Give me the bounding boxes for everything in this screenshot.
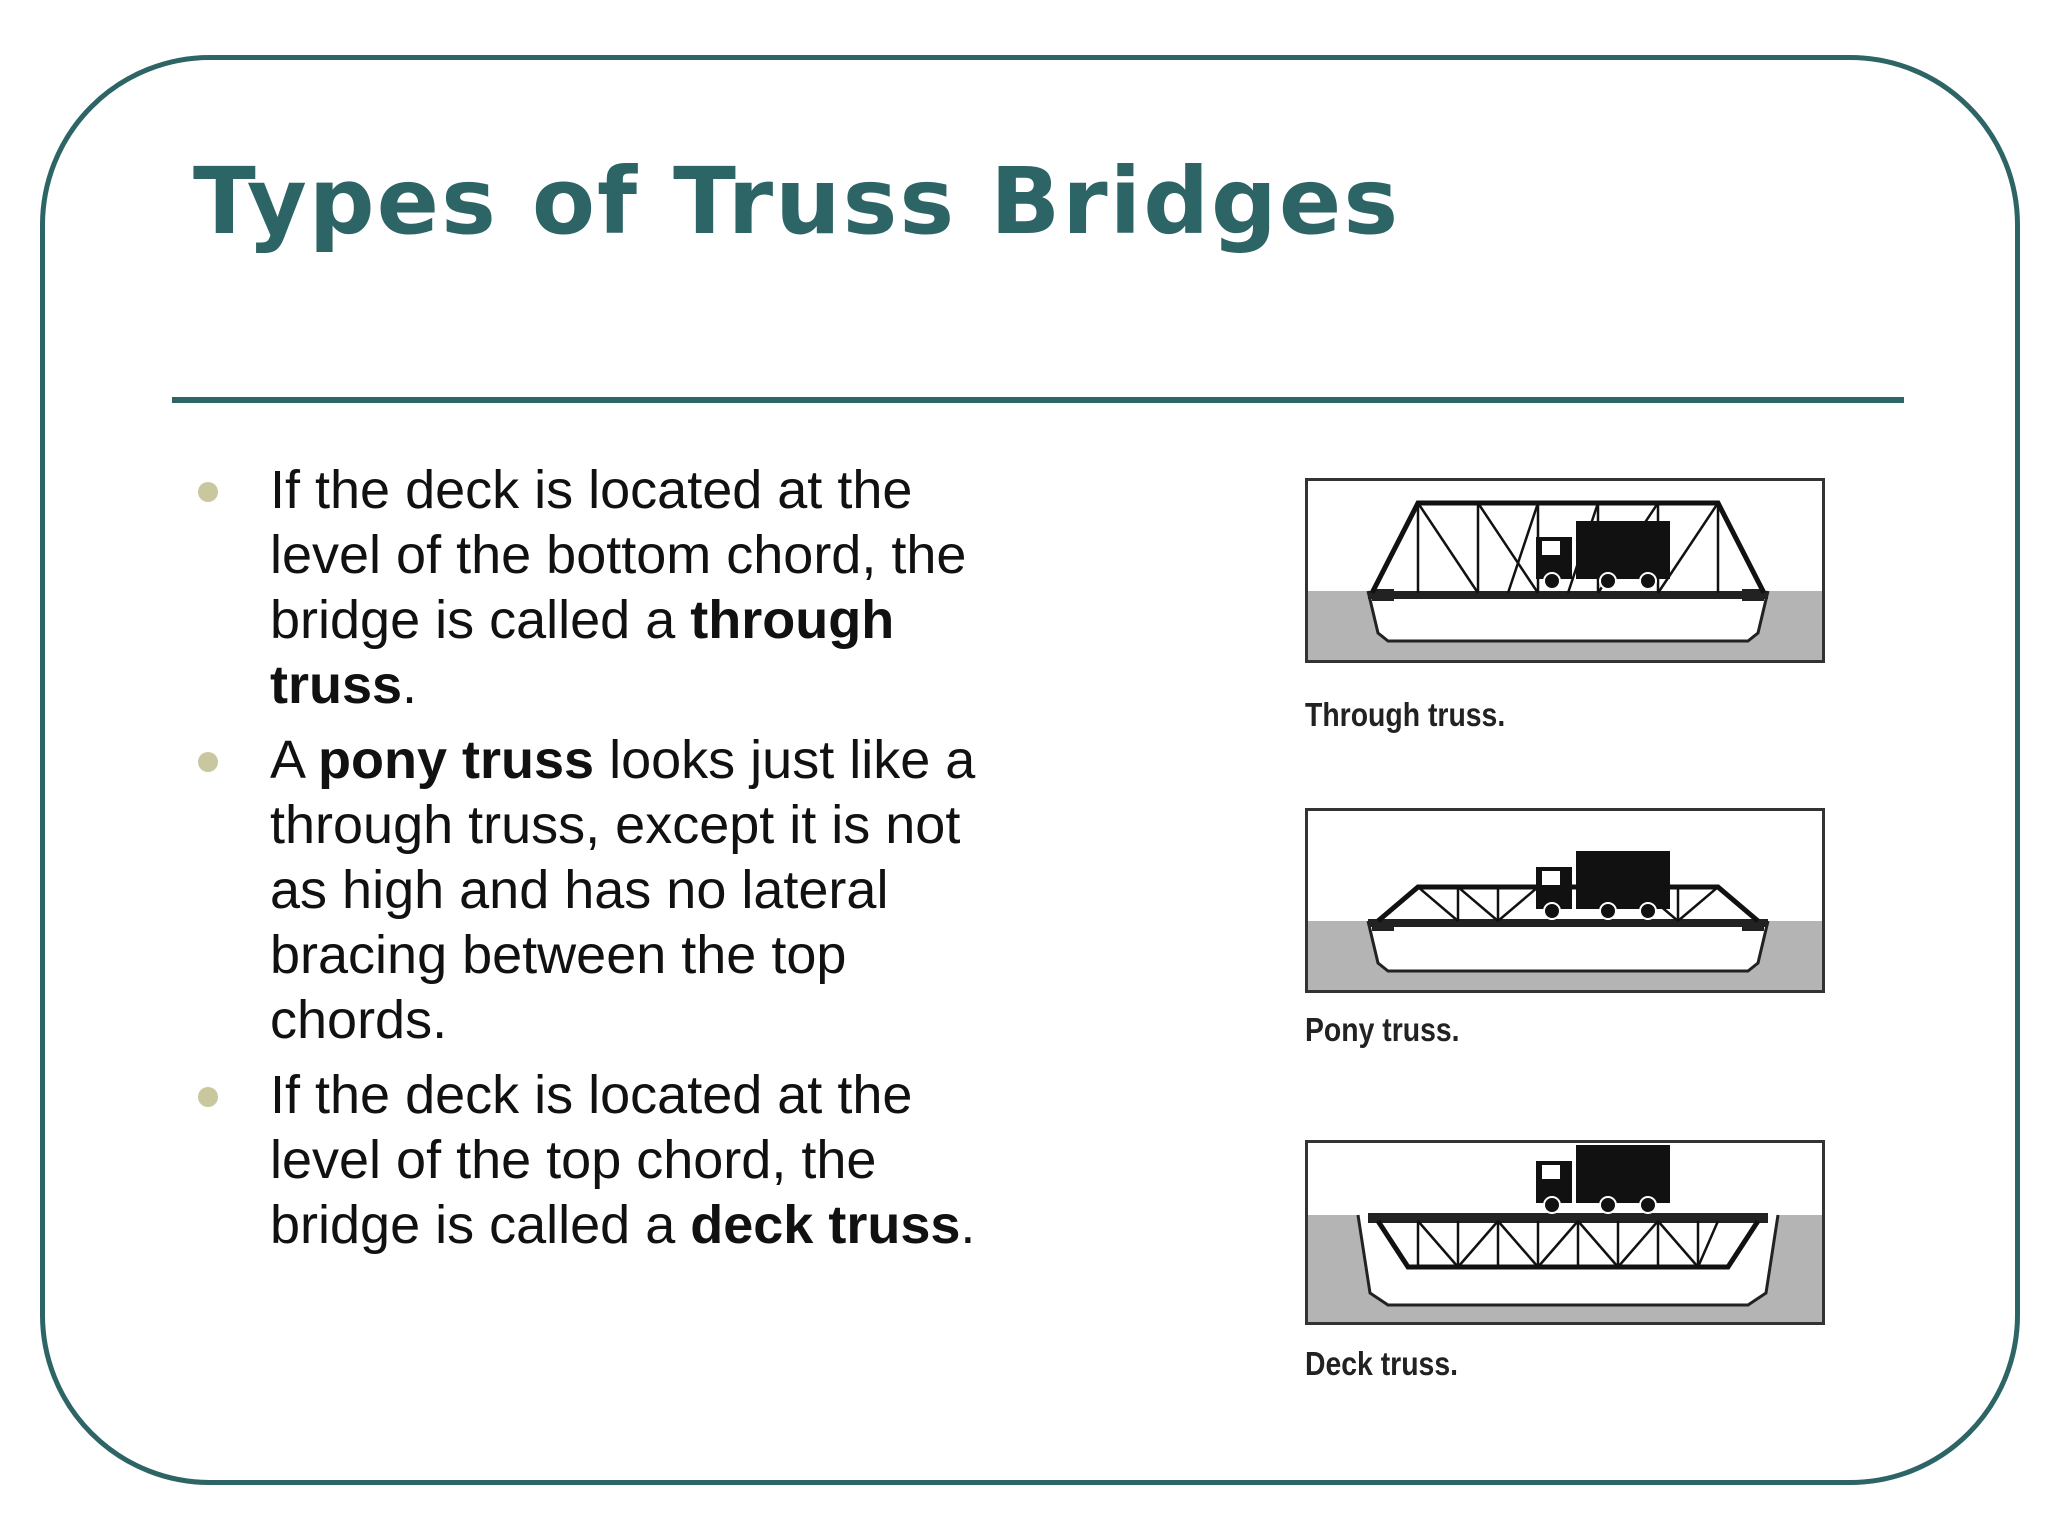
deck-top-chord — [1368, 1213, 1768, 1223]
truss-web-members — [1416, 1220, 1720, 1268]
riverbank-ground — [1308, 591, 1822, 660]
bullet-1-part-0: A — [270, 730, 319, 790]
pony-truss-caption: Pony truss. — [1305, 1011, 1460, 1048]
deck-truss-diagram — [1305, 1140, 1825, 1325]
slide-title: Types of Truss Bridges — [193, 148, 1401, 255]
bullet-text-0: If the deck is located at the level of t… — [270, 460, 966, 715]
bullet-text-1: A pony truss looks just like a through t… — [270, 730, 975, 1050]
deck-bottom-chord — [1368, 919, 1768, 927]
deck-bottom-chord — [1368, 591, 1768, 599]
truck-icon — [1536, 1145, 1670, 1214]
bullet-dot-icon — [198, 752, 218, 772]
bullet-1-part-2: looks just like a through truss, except … — [270, 730, 976, 1050]
truss-frame — [1369, 500, 1767, 595]
bullet-0-part-0: If the deck is located at the level of t… — [270, 460, 967, 650]
truck-icon — [1536, 851, 1670, 920]
bullet-1-term: pony truss — [318, 730, 595, 790]
river-channel — [1366, 590, 1770, 643]
through-truss-illustration — [1308, 500, 1822, 660]
riverbank-ground — [1308, 921, 1822, 990]
bullet-0-part-2: . — [402, 655, 418, 715]
title-divider — [172, 397, 1904, 403]
truss-frame — [1375, 1219, 1761, 1270]
river-channel — [1366, 920, 1770, 973]
through-truss-diagram — [1305, 478, 1825, 663]
river-channel — [1356, 1214, 1780, 1307]
pony-truss-illustration — [1308, 851, 1822, 990]
bullet-2-part-0: If the deck is located at the level of t… — [270, 1065, 913, 1255]
bullet-item-pony-truss: A pony truss looks just like a through t… — [198, 728, 990, 1053]
bullet-0-term: through truss — [270, 590, 895, 715]
bullet-2-part-2: . — [960, 1195, 976, 1255]
bullet-2-term: deck truss — [690, 1195, 961, 1255]
pony-truss-diagram — [1305, 808, 1825, 993]
through-truss-caption: Through truss. — [1305, 696, 1506, 733]
bullet-item-deck-truss: If the deck is located at the level of t… — [198, 1063, 990, 1258]
bullet-dot-icon — [198, 1087, 218, 1107]
deck-truss-illustration — [1308, 1145, 1822, 1322]
deck-truss-caption: Deck truss. — [1305, 1345, 1459, 1382]
bullet-text-2: If the deck is located at the level of t… — [270, 1065, 975, 1255]
bullet-item-through-truss: If the deck is located at the level of t… — [198, 458, 990, 718]
bullet-dot-icon — [198, 482, 218, 502]
truck-icon — [1536, 521, 1670, 590]
